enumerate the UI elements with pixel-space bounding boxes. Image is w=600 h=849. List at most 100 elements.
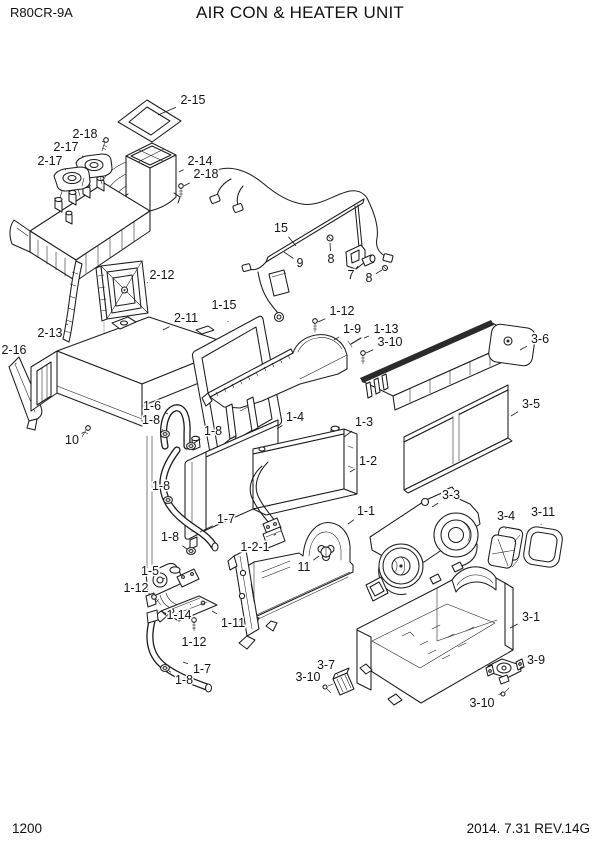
callout-1-1: 1-1 bbox=[347, 503, 377, 525]
svg-text:1-14: 1-14 bbox=[166, 608, 191, 622]
revision-date: 2014. 7.31 REV.14G bbox=[466, 821, 590, 836]
callout-1-12: 1-12 bbox=[122, 580, 153, 597]
screw-3-10-right bbox=[500, 687, 510, 697]
callout-2-18: 2-18 bbox=[71, 126, 105, 143]
callout-1-4: 1-4 bbox=[276, 409, 306, 430]
callout-11: 11 bbox=[296, 555, 320, 576]
svg-text:3-11: 3-11 bbox=[531, 505, 555, 519]
svg-text:1-8: 1-8 bbox=[142, 413, 160, 427]
part-3-7-relay bbox=[327, 667, 355, 696]
svg-text:3-10: 3-10 bbox=[295, 670, 320, 684]
svg-text:9: 9 bbox=[297, 256, 304, 270]
svg-text:1-4: 1-4 bbox=[286, 410, 304, 424]
callout-1-6: 1-6 bbox=[141, 398, 169, 415]
svg-text:15: 15 bbox=[274, 221, 288, 235]
model-code: R80CR-9A bbox=[10, 5, 73, 20]
svg-text:2-17: 2-17 bbox=[53, 140, 78, 154]
svg-text:11: 11 bbox=[298, 560, 311, 574]
callout-2-17: 2-17 bbox=[36, 153, 67, 171]
callout-2-17: 2-17 bbox=[52, 139, 85, 158]
callout-1-13: 1-13 bbox=[363, 321, 400, 339]
svg-text:1-1: 1-1 bbox=[357, 504, 375, 518]
harness-connectors bbox=[209, 194, 394, 272]
part-1-11-bracket bbox=[227, 549, 260, 650]
callout-3-10: 3-10 bbox=[294, 669, 325, 687]
part-3-9-actuator bbox=[485, 658, 525, 685]
svg-text:1-2-1: 1-2-1 bbox=[240, 540, 269, 554]
svg-text:3-4: 3-4 bbox=[497, 509, 515, 523]
svg-text:1-8: 1-8 bbox=[204, 424, 222, 438]
part-1-5-water-valve bbox=[145, 435, 200, 611]
callout-2-13: 2-13 bbox=[36, 323, 69, 342]
callout-8: 8 bbox=[326, 242, 336, 268]
callout-3-7: 3-7 bbox=[315, 657, 339, 676]
part-3-4-vent bbox=[487, 526, 524, 569]
callout-1-8: 1-8 bbox=[193, 423, 224, 444]
svg-text:1-8: 1-8 bbox=[161, 530, 179, 544]
part-3-11-gasket bbox=[523, 526, 563, 568]
callout-2-18: 2-18 bbox=[183, 166, 220, 187]
svg-text:3-10: 3-10 bbox=[377, 335, 402, 349]
callout-1-2: 1-2 bbox=[349, 453, 379, 473]
callout-2-16: 2-16 bbox=[0, 342, 28, 365]
part-wire-harness bbox=[209, 167, 394, 323]
part-2-14-upper-case bbox=[99, 142, 181, 212]
svg-text:2-13: 2-13 bbox=[37, 326, 62, 340]
screw-8-a bbox=[326, 234, 334, 242]
callout-3-4: 3-4 bbox=[495, 508, 517, 529]
callout-3-10: 3-10 bbox=[468, 692, 503, 712]
part-3-6-cover bbox=[360, 320, 536, 411]
part-2-12-vent bbox=[95, 260, 149, 322]
callout-1-8: 1-8 bbox=[159, 529, 188, 550]
svg-text:7: 7 bbox=[348, 268, 355, 282]
callout-1-12: 1-12 bbox=[317, 303, 356, 323]
part-1-9-cover bbox=[201, 334, 348, 449]
svg-text:1-12: 1-12 bbox=[123, 581, 148, 595]
page-number: 1200 bbox=[12, 821, 43, 836]
screw-2-18-b bbox=[178, 183, 184, 198]
svg-text:3-7: 3-7 bbox=[317, 658, 335, 672]
callout-2-15: 2-15 bbox=[157, 92, 207, 116]
svg-text:1-15: 1-15 bbox=[211, 298, 236, 312]
callout-3-5: 3-5 bbox=[510, 396, 542, 417]
svg-text:2-16: 2-16 bbox=[1, 343, 26, 357]
part-2-13-strip bbox=[62, 260, 83, 343]
svg-text:8: 8 bbox=[328, 252, 335, 266]
svg-text:3-9: 3-9 bbox=[527, 653, 545, 667]
callout-3-6: 3-6 bbox=[519, 331, 551, 351]
svg-text:1-3: 1-3 bbox=[355, 415, 373, 429]
svg-text:3-5: 3-5 bbox=[522, 397, 540, 411]
screw-8-b bbox=[381, 264, 389, 272]
callout-1-8: 1-8 bbox=[140, 412, 164, 431]
callout-1-8: 1-8 bbox=[168, 670, 195, 689]
callout-3-3: 3-3 bbox=[431, 487, 462, 508]
svg-text:2-18: 2-18 bbox=[193, 167, 218, 181]
callout-1-11: 1-11 bbox=[211, 610, 247, 632]
svg-text:1-6: 1-6 bbox=[143, 399, 161, 413]
callout-3-11: 3-11 bbox=[529, 504, 557, 526]
part-2-15-seal bbox=[117, 99, 182, 143]
part-2-17-actuators bbox=[53, 153, 113, 199]
part-1-2-1-pipes bbox=[249, 461, 286, 549]
part-1-1-heater-case bbox=[245, 522, 354, 632]
screw-1-12-low bbox=[191, 617, 197, 632]
screw-3-10-left bbox=[322, 684, 332, 694]
svg-text:1-8: 1-8 bbox=[152, 479, 170, 493]
callout-1-9: 1-9 bbox=[333, 321, 363, 341]
part-1-2-evaporator bbox=[252, 425, 358, 516]
callout-1-7: 1-7 bbox=[199, 511, 237, 533]
svg-text:1-11: 1-11 bbox=[221, 616, 245, 630]
callout-2-14: 2-14 bbox=[178, 153, 214, 173]
callout-1-3: 1-3 bbox=[343, 414, 375, 438]
svg-text:1-2: 1-2 bbox=[359, 454, 377, 468]
callout-2-12: 2-12 bbox=[146, 267, 176, 284]
svg-text:3-3: 3-3 bbox=[442, 488, 460, 502]
screw-3-10-top bbox=[360, 350, 366, 365]
callout-3-1: 3-1 bbox=[509, 609, 542, 629]
svg-text:1-9: 1-9 bbox=[343, 322, 361, 336]
callout-7: 7 bbox=[346, 265, 359, 284]
wing-knob-11 bbox=[317, 544, 335, 562]
fasteners bbox=[81, 137, 510, 697]
callout-1-2-1: 1-2-1 bbox=[239, 533, 277, 556]
svg-text:1-12: 1-12 bbox=[181, 635, 206, 649]
